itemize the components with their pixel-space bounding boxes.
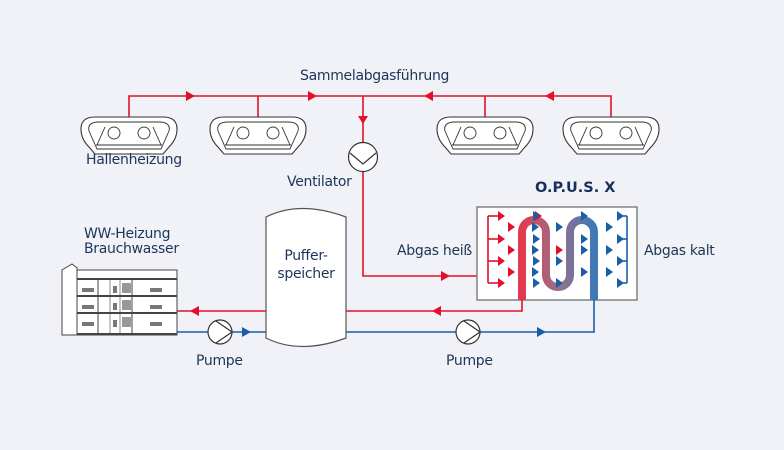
desk-icon bbox=[82, 288, 94, 292]
chair-icon bbox=[113, 320, 117, 327]
gas-flow-arrow bbox=[533, 256, 540, 266]
hall-heater-icon bbox=[80, 116, 178, 155]
gas-flow-arrow bbox=[508, 267, 515, 277]
flow-arrows-collector bbox=[186, 91, 554, 281]
fan-icon bbox=[347, 141, 379, 173]
desk-icon bbox=[82, 322, 94, 326]
gas-flow-arrow bbox=[498, 211, 505, 221]
pump-right-icon bbox=[455, 319, 482, 345]
gas-flow-arrow bbox=[532, 267, 539, 277]
chair-icon bbox=[113, 303, 117, 310]
buffer-tank bbox=[265, 207, 347, 348]
gas-flow-arrow bbox=[617, 278, 624, 288]
gas-flow-arrow bbox=[532, 222, 539, 232]
cold-gas-label: Abgas kalt bbox=[644, 243, 715, 259]
arrow-right-icon bbox=[537, 327, 546, 337]
buffer-tank-label: Puffer- speicher bbox=[266, 247, 346, 283]
desk-icon bbox=[82, 305, 94, 309]
shelf-icon bbox=[122, 317, 131, 327]
gas-flow-arrow bbox=[533, 211, 540, 221]
collector-label: Sammelabgasführung bbox=[300, 68, 450, 84]
desk-icon bbox=[150, 305, 162, 309]
hall-heaters bbox=[80, 116, 660, 155]
gas-flow-arrow bbox=[533, 234, 540, 244]
arrow-left-icon bbox=[190, 306, 199, 316]
shelf-icon bbox=[122, 300, 131, 310]
pump-right-label: Pumpe bbox=[446, 353, 493, 369]
flow-arrows-water bbox=[190, 306, 546, 337]
cold-water-line bbox=[177, 300, 595, 333]
hot-water-line bbox=[177, 300, 523, 312]
arrow-left-icon bbox=[424, 91, 433, 101]
buffer-label-line2: speicher bbox=[277, 266, 335, 282]
gas-flow-arrow bbox=[606, 267, 613, 277]
dhw-label-line1: WW-Heizung bbox=[84, 226, 171, 242]
gas-flow-arrow bbox=[498, 256, 505, 266]
buffer-label-line1: Puffer- bbox=[284, 248, 328, 264]
gas-flow-arrow bbox=[617, 256, 624, 266]
desk-icon bbox=[150, 322, 162, 326]
arrow-right-icon bbox=[242, 327, 251, 337]
gas-flow-arrow bbox=[606, 245, 613, 255]
gas-flow-arrow bbox=[581, 245, 588, 255]
hall-heating-label: Hallenheizung bbox=[86, 152, 182, 168]
gas-flow-arrow bbox=[581, 234, 588, 244]
gas-flow-arrow bbox=[533, 278, 540, 288]
gas-flow-arrow bbox=[581, 267, 588, 277]
gas-flow-arrow bbox=[556, 222, 563, 232]
gas-flow-arrow bbox=[606, 222, 613, 232]
gas-flow-arrow bbox=[581, 211, 588, 221]
arrow-left-icon bbox=[432, 306, 441, 316]
gas-flow-arrow bbox=[556, 245, 563, 255]
fan-label: Ventilator bbox=[287, 174, 352, 190]
gas-flow-arrow bbox=[617, 234, 624, 244]
gas-flow-arrow bbox=[617, 211, 624, 221]
pump-left-icon bbox=[207, 319, 234, 345]
arrow-right-icon bbox=[441, 271, 450, 281]
arrow-down-icon bbox=[358, 116, 368, 124]
pump-left-label: Pumpe bbox=[196, 353, 243, 369]
gas-flow-arrow bbox=[508, 222, 515, 232]
gas-flow-arrow bbox=[556, 278, 563, 288]
arrow-right-icon bbox=[308, 91, 317, 101]
arrow-left-icon bbox=[545, 91, 554, 101]
hall-heater-icon bbox=[436, 116, 534, 155]
dhw-label-line2: Brauchwasser bbox=[84, 241, 179, 257]
gas-flow-arrow bbox=[532, 245, 539, 255]
shelf-icon bbox=[122, 283, 131, 293]
arrow-right-icon bbox=[186, 91, 195, 101]
product-title: O.P.U.S. X bbox=[535, 180, 616, 196]
desk-icon bbox=[150, 288, 162, 292]
gas-flow-arrow bbox=[556, 256, 563, 266]
gas-flow-arrow bbox=[498, 234, 505, 244]
opus-x-heat-exchanger bbox=[476, 206, 638, 301]
gas-flow-arrow bbox=[508, 245, 515, 255]
chair-icon bbox=[113, 286, 117, 293]
hot-gas-label: Abgas heiß bbox=[397, 243, 472, 259]
gas-flow-arrow bbox=[498, 278, 505, 288]
hall-heater-icon bbox=[209, 116, 307, 155]
dhw-label: WW-Heizung Brauchwasser bbox=[84, 227, 179, 257]
building-details bbox=[82, 283, 162, 327]
hall-heater-icon bbox=[562, 116, 660, 155]
